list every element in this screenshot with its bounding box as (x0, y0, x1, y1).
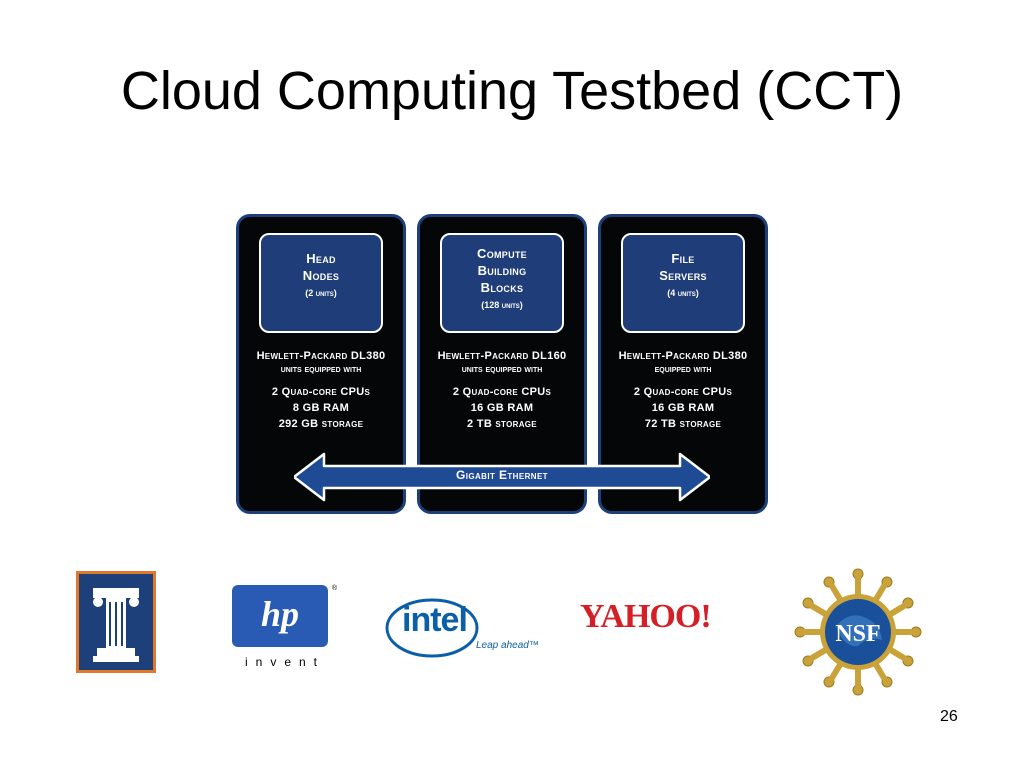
spec-ram: 8 GB RAM (292, 402, 350, 414)
spec-storage: 2 TB storage (467, 418, 537, 430)
spec-cpu: 2 Quad-core CPUs (633, 386, 733, 398)
nsf-seal-icon: NSF (794, 568, 922, 696)
spec-equip: units equipped with (280, 364, 362, 375)
spec-ram: 16 GB RAM (470, 402, 534, 414)
nsf-text: NSF (835, 621, 880, 647)
spec-storage: 292 GB storage (278, 418, 364, 430)
spec-storage: 72 TB storage (644, 418, 722, 430)
file-servers-units: (4 units) (667, 288, 699, 298)
compute-blocks-label: Compute Building Blocks (477, 246, 527, 295)
network-label: Gigabit Ethernet (456, 468, 548, 482)
spec-model: Hewlett-Packard DL380 (256, 350, 386, 362)
illinois-logo (76, 571, 156, 673)
hp-mark: hp (232, 585, 328, 647)
intel-swoosh-icon (385, 598, 479, 658)
compute-blocks-box: Compute Building Blocks (128 units) (440, 233, 564, 333)
yahoo-logo: YAHOO! (580, 598, 712, 635)
illinois-column-icon (93, 588, 139, 662)
nsf-logo: NSF (792, 566, 924, 698)
spec-equip: units equipped with (461, 364, 543, 375)
spec-cpu: 2 Quad-core CPUs (452, 386, 552, 398)
file-servers-spec: Hewlett-Packard DL380 equipped with 2 Qu… (601, 349, 765, 432)
head-nodes-spec: Hewlett-Packard DL380 units equipped wit… (239, 349, 403, 432)
file-servers-label: File Servers (659, 251, 707, 283)
spec-ram: 16 GB RAM (651, 402, 715, 414)
head-nodes-label: Head Nodes (302, 251, 340, 283)
panel-head-nodes: Head Nodes (2 units) Hewlett-Packard DL3… (236, 214, 406, 514)
hp-logo: hp ® invent (229, 585, 341, 675)
compute-blocks-spec: Hewlett-Packard DL160 units equipped wit… (420, 349, 584, 432)
spec-model: Hewlett-Packard DL380 (618, 350, 748, 362)
head-nodes-box: Head Nodes (2 units) (259, 233, 383, 333)
spec-equip: equipped with (654, 364, 712, 375)
network-arrow (294, 452, 710, 502)
spec-cpu: 2 Quad-core CPUs (271, 386, 371, 398)
file-servers-box: File Servers (4 units) (621, 233, 745, 333)
intel-logo: intel Leap ahead™ (380, 590, 550, 670)
slide-title: Cloud Computing Testbed (CCT) (120, 61, 904, 121)
head-nodes-units: (2 units) (305, 288, 337, 298)
spec-model: Hewlett-Packard DL160 (437, 350, 567, 362)
panel-compute-blocks: Compute Building Blocks (128 units) Hewl… (417, 214, 587, 514)
hp-tagline: invent (244, 655, 326, 669)
page-number: 26 (940, 708, 958, 725)
cct-diagram: Head Nodes (2 units) Hewlett-Packard DL3… (236, 214, 768, 514)
compute-blocks-units: (128 units) (481, 300, 523, 310)
